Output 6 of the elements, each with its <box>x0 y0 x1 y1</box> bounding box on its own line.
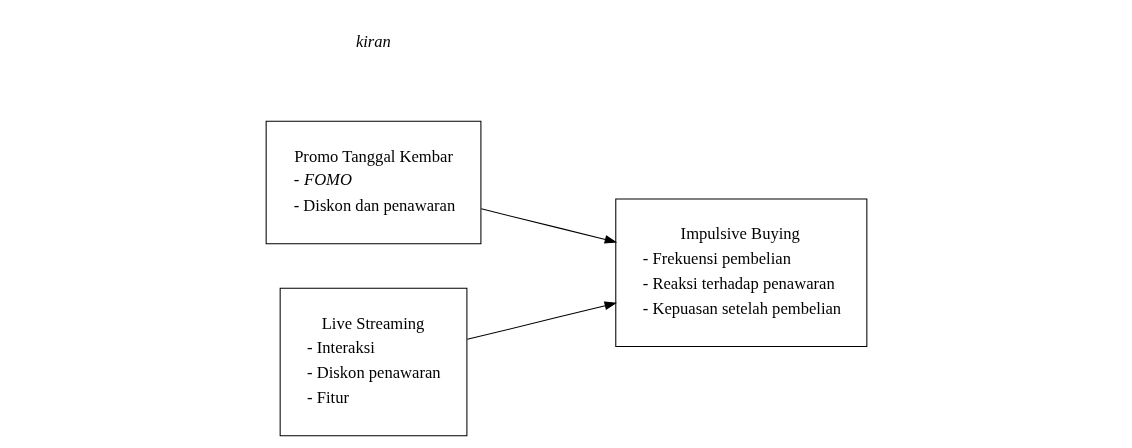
label: kiran <box>355 32 391 52</box>
node-box: Live Streaming - Interaksi - Diskon penawaran - Fitur <box>279 287 467 437</box>
node-box: Impulsive Buying - Frekuensi pembelian - Reaksi terhadap penawaran - Kepuasan setelah pembelian <box>614 198 867 347</box>
arrow <box>480 208 617 244</box>
node-box: Promo Tanggal Kembar - FOMO - Diskon dan penawaran <box>265 120 481 245</box>
arrow <box>466 301 617 340</box>
